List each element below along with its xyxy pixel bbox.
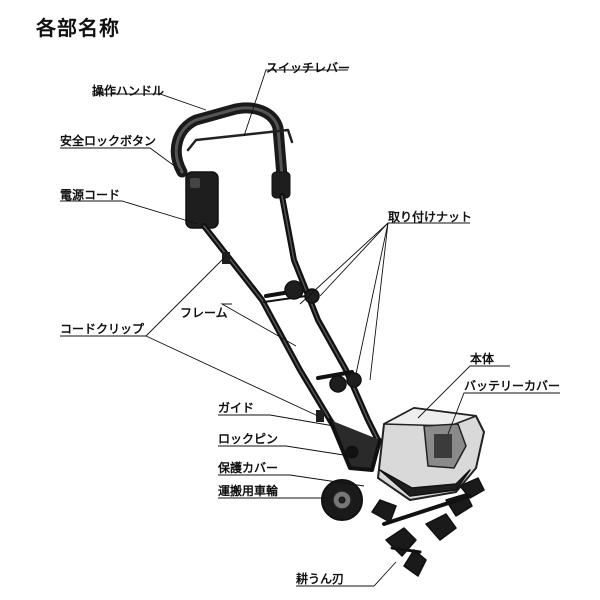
- tiller-illustration: [170, 102, 485, 577]
- label-power-cord: 電源コード: [60, 188, 121, 202]
- switch-lever-shape: [186, 128, 294, 152]
- frame-right-tube: [279, 193, 381, 443]
- label-main-body: 本体: [470, 352, 495, 366]
- label-transport-wheel: 運搬用車輪: [218, 484, 279, 498]
- tilling-blades-shape: [371, 477, 485, 577]
- label-battery-cover: バッテリーカバー: [464, 379, 561, 393]
- label-handle: 操作ハンドル: [92, 84, 165, 98]
- leader-lines: [60, 69, 560, 587]
- label-protective-cover: 保護カバー: [218, 461, 279, 475]
- label-guide: ガイド: [218, 401, 255, 415]
- label-frame: フレーム: [180, 306, 228, 320]
- page-title: 各部名称: [36, 16, 120, 40]
- label-safety-lock-button: 安全ロックボタン: [60, 134, 157, 148]
- label-tilling-blades: 耕うん刃: [296, 572, 345, 586]
- handle-grip: [170, 102, 288, 182]
- label-mounting-nut: 取り付けナット: [388, 210, 473, 224]
- label-lock-pin: ロックピン: [218, 432, 279, 446]
- label-cord-clip: コードクリップ: [60, 322, 145, 336]
- label-switch-lever: スイッチレバー: [266, 61, 351, 75]
